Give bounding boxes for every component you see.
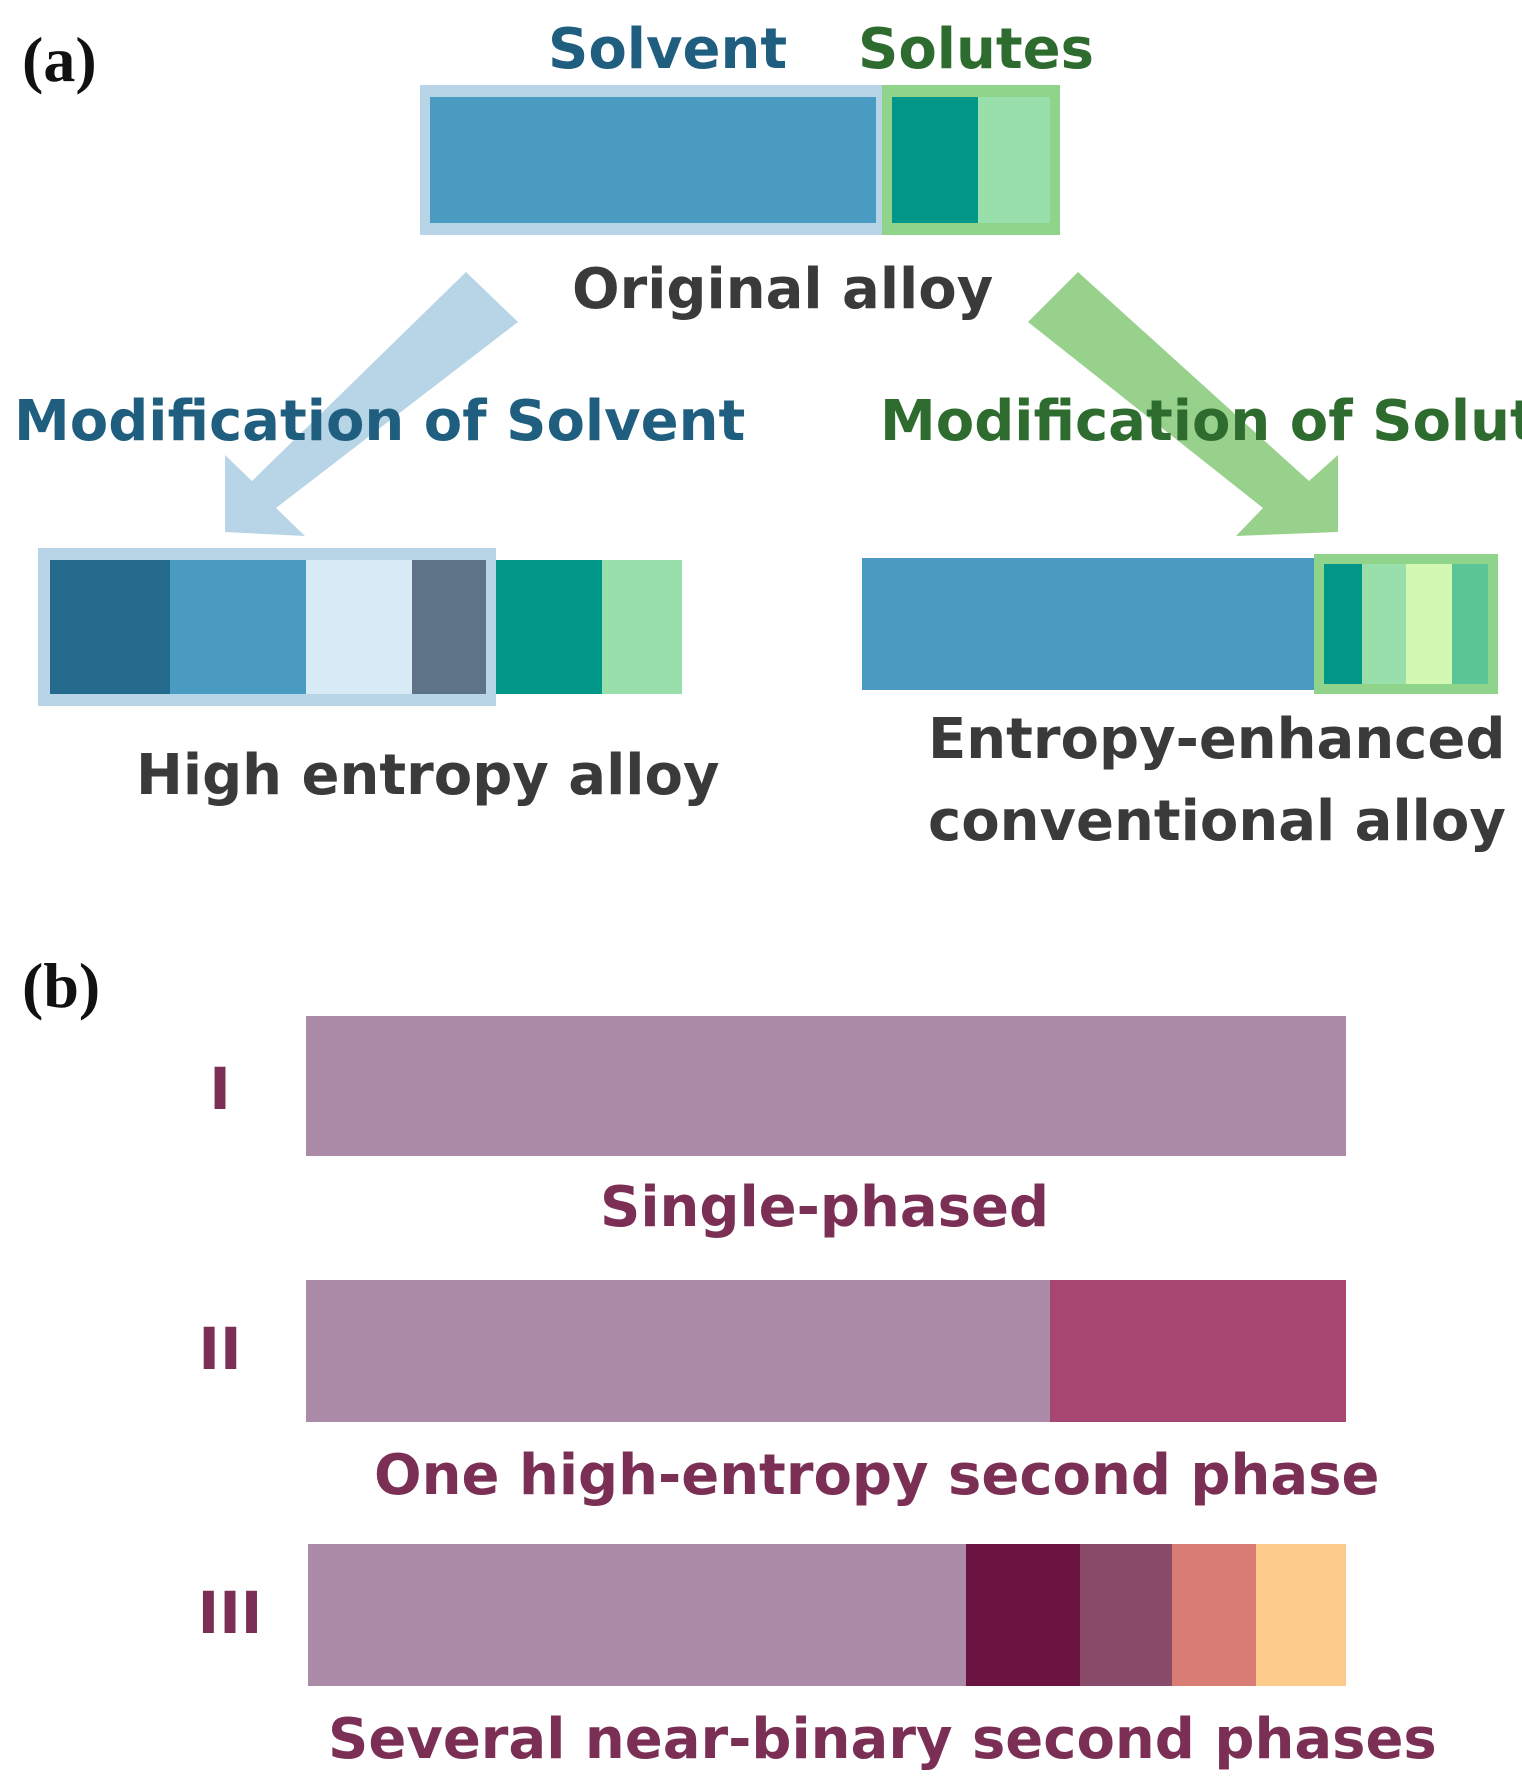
solute-segment-2 (978, 97, 1050, 223)
single-phase-bar (306, 1016, 1346, 1156)
row-2-caption: One high-entropy second phase (374, 1443, 1380, 1508)
high-entropy-alloy-caption: High entropy alloy (136, 743, 720, 808)
hea-solute-2 (602, 560, 682, 694)
solutes-heading: Solutes (858, 17, 1094, 82)
second-phase-4 (1256, 1544, 1346, 1686)
original-alloy-caption: Original alloy (572, 257, 994, 322)
row-3-numeral: III (197, 1579, 263, 1647)
modification-of-solvent-title: Modification of Solvent (14, 389, 746, 454)
panel-a-label: (a) (22, 24, 97, 95)
matrix-phase (306, 1280, 1050, 1422)
entropy-enhanced-caption-line2: conventional alloy (928, 789, 1506, 854)
hea-element-4 (412, 560, 486, 694)
row-1-numeral: I (209, 1055, 231, 1123)
row-3-caption: Several near-binary second phases (328, 1707, 1437, 1772)
panel-b-label: (b) (22, 950, 101, 1021)
original-alloy-bar (420, 85, 1060, 235)
high-entropy-second-phase (1050, 1280, 1346, 1422)
eeca-solute-4 (1452, 564, 1488, 684)
row-1-caption: Single-phased (600, 1175, 1050, 1240)
eeca-solvent-segment (862, 558, 1320, 690)
solute-segment-1 (892, 97, 978, 223)
two-phase-bar (306, 1280, 1346, 1422)
solute-arrow (1028, 272, 1338, 536)
hea-element-1 (50, 560, 170, 694)
row-2-numeral: II (198, 1315, 242, 1383)
eeca-solute-1 (1324, 564, 1362, 684)
eeca-solute-3 (1406, 564, 1452, 684)
second-phase-3 (1172, 1544, 1256, 1686)
solvent-segment (430, 97, 876, 223)
multi-phase-bar (308, 1544, 1346, 1686)
entropy-enhanced-alloy-bar (862, 554, 1498, 694)
entropy-enhanced-caption-line1: Entropy-enhanced (928, 707, 1506, 772)
high-entropy-alloy-bar (38, 548, 682, 706)
second-phase-1 (966, 1544, 1080, 1686)
solvent-arrow (225, 272, 518, 536)
hea-element-2 (170, 560, 306, 694)
hea-solute-1 (496, 560, 602, 694)
eeca-solute-2 (1362, 564, 1406, 684)
modification-of-solute-title: Modification of Solute (880, 389, 1522, 454)
second-phase-2 (1080, 1544, 1172, 1686)
solvent-heading: Solvent (548, 17, 788, 82)
hea-element-3 (306, 560, 412, 694)
matrix-phase (308, 1544, 966, 1686)
